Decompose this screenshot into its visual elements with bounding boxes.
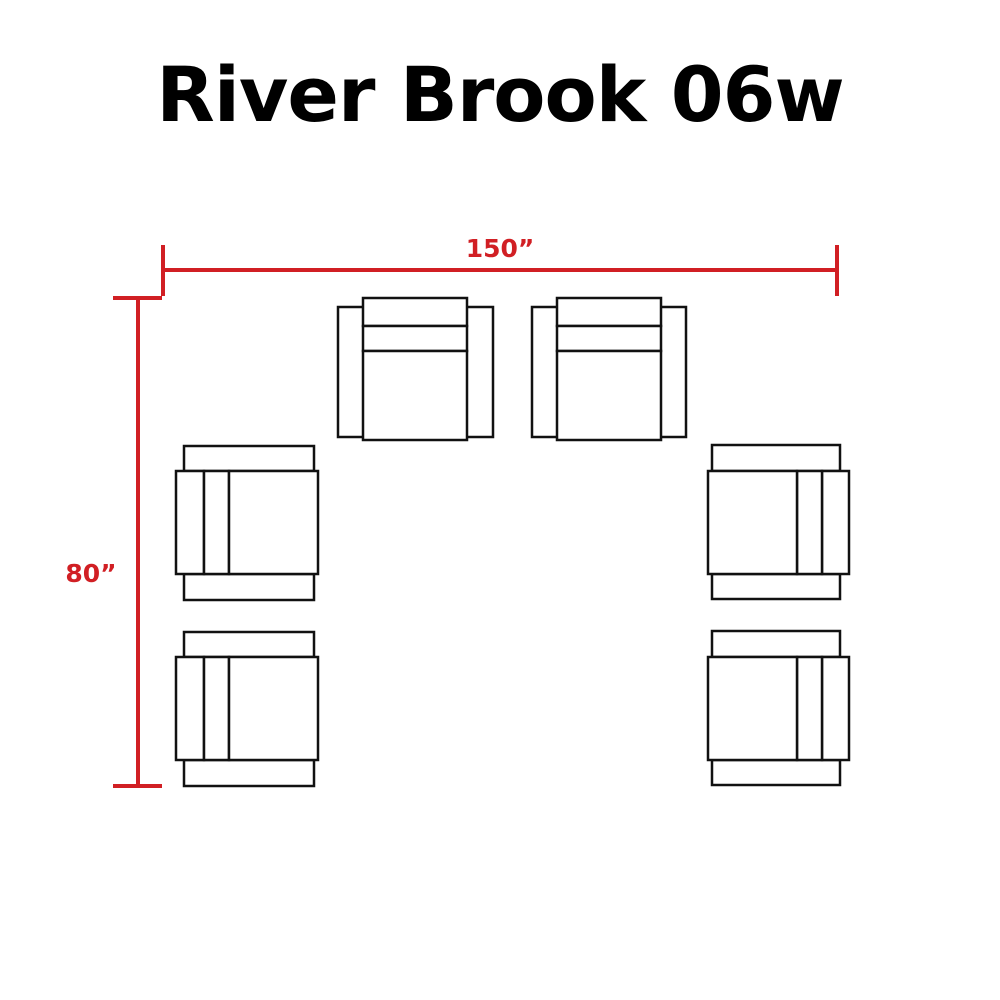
chair-top-right bbox=[530, 296, 688, 442]
page-title: River Brook 06w bbox=[156, 50, 844, 139]
chair-left-upper bbox=[174, 444, 320, 602]
width-dimension-line bbox=[161, 245, 839, 296]
chair-right-upper bbox=[706, 443, 851, 601]
chair-left-lower bbox=[174, 630, 320, 788]
chair-right-lower bbox=[706, 629, 851, 787]
height-dimension-line bbox=[113, 296, 162, 788]
chair-top-left bbox=[336, 296, 495, 442]
height-dimension-label: 80” bbox=[65, 559, 117, 588]
width-dimension-label: 150” bbox=[465, 234, 535, 263]
